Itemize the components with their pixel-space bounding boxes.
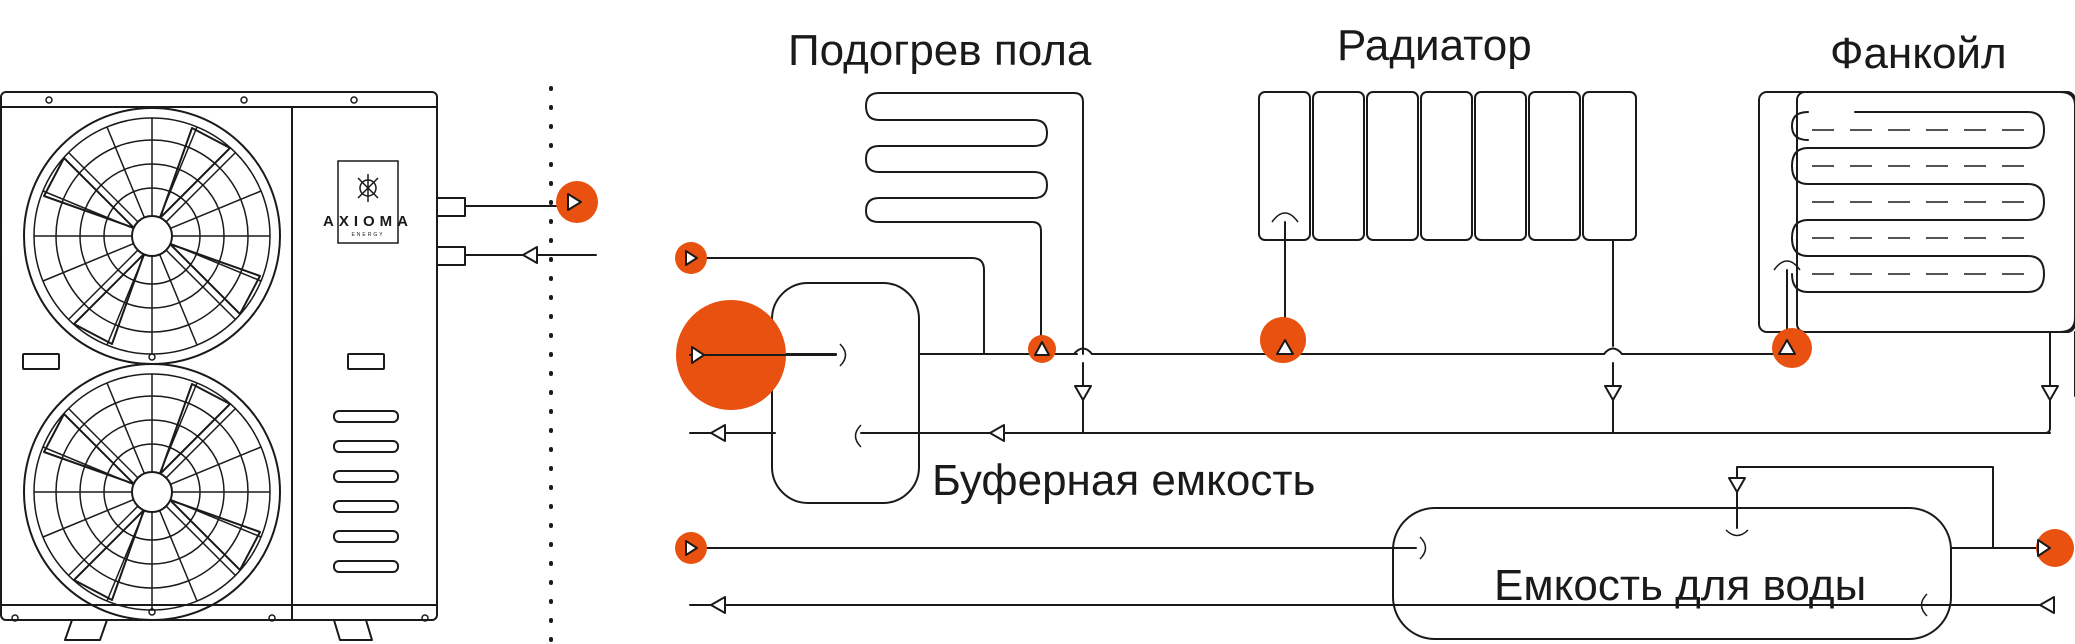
flow-markers xyxy=(556,181,2074,567)
brand-logo: AXIOMA ENERGY xyxy=(323,160,413,244)
fan-bottom xyxy=(23,363,281,621)
label-fancoil: Фанкойл xyxy=(1830,29,2007,78)
water-tank xyxy=(689,466,2063,640)
brand-subtitle: ENERGY xyxy=(351,232,384,238)
floor-heating-loop xyxy=(865,92,1084,355)
radiator xyxy=(1258,91,1637,241)
fan-top xyxy=(23,107,281,365)
marker-radiator xyxy=(1260,317,1306,363)
logo-emblem-icon xyxy=(357,174,379,202)
brand-name: AXIOMA xyxy=(323,213,413,230)
label-buffer-tank: Буферная емкость xyxy=(932,456,1315,505)
supply-line xyxy=(689,221,1796,363)
return-line xyxy=(689,239,2059,442)
fancoil xyxy=(1758,91,2075,397)
label-radiator: Радиатор xyxy=(1337,21,1532,70)
label-water-tank: Емкость для воды xyxy=(1494,561,1866,610)
buffer-tank xyxy=(771,282,920,504)
label-floor-heating: Подогрев пола xyxy=(788,26,1092,75)
unit-pipes xyxy=(464,205,597,264)
marker-water-outlet xyxy=(2036,529,2074,567)
heat-pump-unit: AXIOMA ENERGY xyxy=(0,91,466,641)
